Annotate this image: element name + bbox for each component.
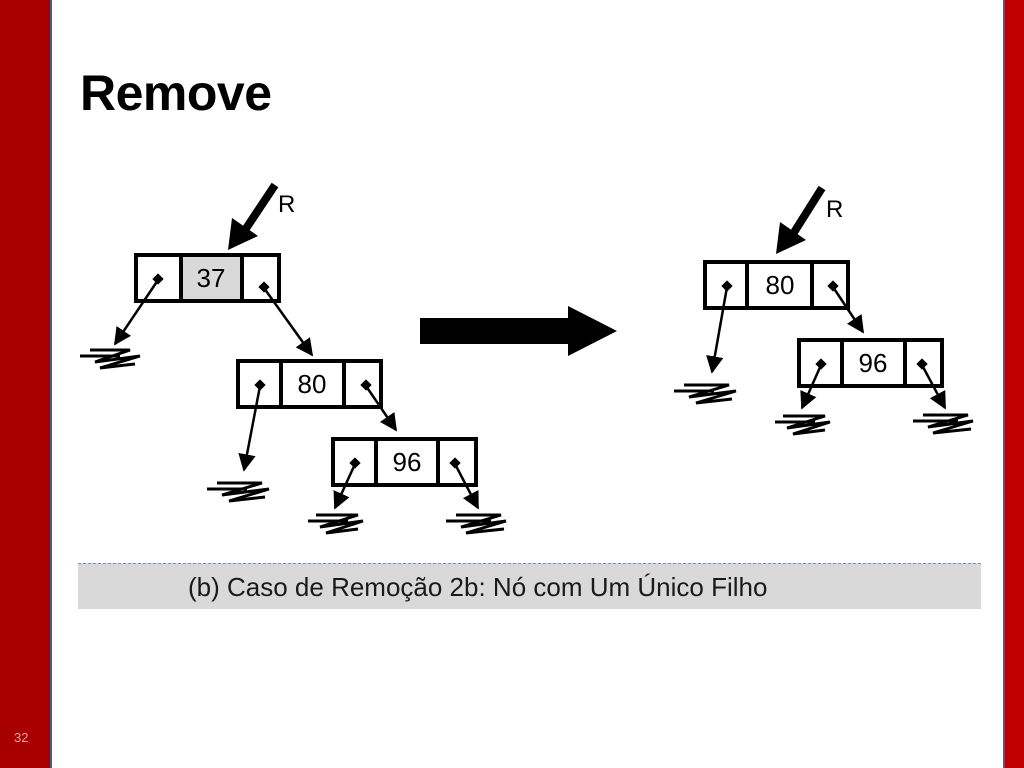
node-value: 80	[298, 369, 327, 399]
tree-node-96: 96	[797, 338, 944, 388]
null-ground-icon	[775, 414, 831, 436]
tree-node-96: 96	[331, 437, 478, 487]
node-value: 80	[766, 270, 795, 300]
null-ground-icon	[913, 413, 974, 435]
slide-title: Remove	[80, 65, 272, 121]
right-accent-bar	[1003, 0, 1024, 768]
root-label-before: R	[278, 191, 295, 218]
null-ground-icon	[207, 481, 270, 503]
null-ground-icon	[80, 348, 141, 370]
left-accent-bar	[0, 0, 52, 768]
root-label-after: R	[826, 196, 843, 223]
before-tree: R 37 80	[80, 182, 507, 535]
transition-arrow-icon	[420, 306, 617, 356]
null-ground-icon	[446, 513, 507, 535]
figure-caption-bar: (b) Caso de Remoção 2b: Nó com Um Único …	[78, 563, 981, 609]
slide-number: 32	[14, 730, 29, 745]
node-value: 96	[859, 348, 888, 378]
tree-node-80: 80	[236, 359, 383, 409]
figure-caption: (b) Caso de Remoção 2b: Nó com Um Único …	[188, 572, 768, 602]
null-ground-icon	[308, 513, 364, 535]
node-value: 96	[393, 447, 422, 477]
node-value: 37	[197, 263, 226, 293]
tree-removal-diagram: R 37 80	[80, 182, 974, 535]
root-pointer-before: R	[228, 182, 295, 250]
null-ground-icon	[674, 383, 737, 405]
root-pointer-after: R	[776, 185, 843, 254]
tree-node-37: 37	[134, 253, 281, 303]
tree-node-80: 80	[703, 260, 850, 310]
after-tree: R 80 96	[674, 185, 974, 436]
